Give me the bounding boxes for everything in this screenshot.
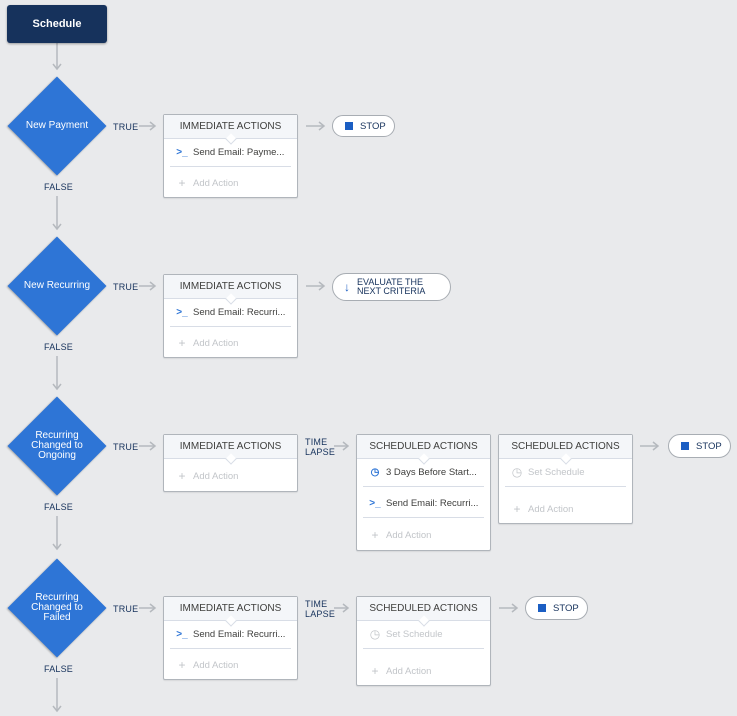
time-lapse-line-1: TIME — [305, 599, 328, 609]
evaluate-label-line-1: EVALUATE THE — [357, 277, 424, 287]
email-icon: >_ — [369, 497, 381, 509]
false-label: FALSE — [44, 502, 74, 512]
add-action-label: Add Action — [528, 503, 574, 515]
start-node-label: Schedule — [32, 18, 82, 30]
clock-icon: ◷ — [370, 466, 380, 478]
true-label: TRUE — [113, 604, 139, 614]
immediate-actions-card: IMMEDIATE ACTIONS >_ Send Email: Recurri… — [163, 274, 298, 358]
plus-icon: + — [371, 664, 379, 678]
email-icon: >_ — [176, 628, 188, 640]
false-label: FALSE — [44, 664, 74, 674]
add-action-button[interactable]: + Add Action — [363, 657, 484, 685]
action-label: Send Email: Recurri... — [193, 306, 286, 318]
card-header: SCHEDULED ACTIONS — [499, 435, 632, 459]
set-schedule-label: Set Schedule — [386, 628, 443, 640]
schedule-label: 3 Days Before Start... — [386, 466, 477, 478]
set-schedule-button[interactable]: ◷ Set Schedule — [363, 620, 484, 649]
add-action-label: Add Action — [386, 665, 432, 677]
card-header: IMMEDIATE ACTIONS — [164, 275, 297, 299]
card-header: SCHEDULED ACTIONS — [357, 435, 490, 459]
criteria-label: Recurring Changed to Ongoing — [9, 416, 105, 476]
add-action-button[interactable]: + Add Action — [170, 651, 291, 679]
time-lapse-label: TIME LAPSE — [305, 599, 335, 619]
action-item[interactable]: >_ Send Email: Recurri... — [363, 489, 484, 518]
criteria-label-line-3: Ongoing — [38, 450, 76, 461]
plus-icon: + — [178, 658, 186, 672]
stop-node[interactable]: STOP — [525, 596, 588, 620]
action-item[interactable]: >_ Send Email: Payme... — [170, 138, 291, 167]
set-schedule-button[interactable]: ◷ Set Schedule — [505, 458, 626, 487]
stop-label: STOP — [696, 440, 722, 452]
start-node-schedule[interactable]: Schedule — [7, 5, 107, 43]
evaluate-next-criteria-node[interactable]: ↓ EVALUATE THE NEXT CRITERIA — [332, 273, 451, 301]
card-header: IMMEDIATE ACTIONS — [164, 435, 297, 459]
add-action-button[interactable]: + Add Action — [363, 521, 484, 549]
criteria-label: New Recurring — [23, 280, 91, 291]
action-item[interactable]: >_ Send Email: Recurri... — [170, 298, 291, 327]
false-label: FALSE — [44, 342, 74, 352]
criteria-label-line-1: Recurring — [35, 430, 79, 441]
stop-icon — [538, 604, 546, 612]
email-icon: >_ — [176, 146, 188, 158]
action-label: Send Email: Payme... — [193, 146, 285, 158]
time-lapse-line-1: TIME — [305, 437, 328, 447]
add-action-label: Add Action — [193, 470, 239, 482]
card-header: IMMEDIATE ACTIONS — [164, 597, 297, 621]
action-label: Send Email: Recurri... — [386, 497, 479, 509]
add-action-button[interactable]: + Add Action — [505, 495, 626, 523]
criteria-label-line-2: Changed to — [31, 602, 83, 613]
criteria-label-line-3: Failed — [43, 612, 71, 623]
stop-node[interactable]: STOP — [332, 115, 395, 137]
clock-icon: ◷ — [369, 627, 381, 641]
card-header: SCHEDULED ACTIONS — [357, 597, 490, 621]
true-label: TRUE — [113, 282, 139, 292]
plus-icon: + — [178, 469, 186, 483]
add-action-label: Add Action — [193, 659, 239, 671]
schedule-item[interactable]: ◷ 3 Days Before Start... — [363, 458, 484, 487]
immediate-actions-card: IMMEDIATE ACTIONS >_ Send Email: Payme..… — [163, 114, 298, 198]
clock-icon: ◷ — [511, 465, 523, 479]
stop-icon — [345, 122, 353, 130]
time-lapse-label: TIME LAPSE — [305, 437, 335, 457]
plus-icon: + — [178, 336, 186, 350]
scheduled-actions-card: SCHEDULED ACTIONS ◷ Set Schedule + Add A… — [356, 596, 491, 686]
add-action-label: Add Action — [193, 177, 239, 189]
plus-icon: + — [513, 502, 521, 516]
stop-label: STOP — [553, 602, 579, 614]
card-header: IMMEDIATE ACTIONS — [164, 115, 297, 139]
add-action-button[interactable]: + Add Action — [170, 169, 291, 197]
arrow-down-icon: ↓ — [344, 279, 350, 294]
evaluate-label-line-2: NEXT CRITERIA — [357, 286, 426, 296]
criteria-label-line-1: Recurring — [35, 592, 79, 603]
true-label: TRUE — [113, 122, 139, 132]
false-label: FALSE — [44, 182, 74, 192]
set-schedule-label: Set Schedule — [528, 466, 585, 478]
action-label: Send Email: Recurri... — [193, 628, 286, 640]
add-action-button[interactable]: + Add Action — [170, 462, 291, 490]
immediate-actions-card: IMMEDIATE ACTIONS + Add Action — [163, 434, 298, 492]
criteria-label: New Payment — [25, 120, 89, 131]
stop-node[interactable]: STOP — [668, 434, 731, 458]
scheduled-actions-card: SCHEDULED ACTIONS ◷ 3 Days Before Start.… — [356, 434, 491, 551]
scheduled-actions-card: SCHEDULED ACTIONS ◷ Set Schedule + Add A… — [498, 434, 633, 524]
criteria-label-line-2: Changed to — [31, 440, 83, 451]
action-item[interactable]: >_ Send Email: Recurri... — [170, 620, 291, 649]
time-lapse-line-2: LAPSE — [305, 609, 336, 619]
plus-icon: + — [371, 528, 379, 542]
true-label: TRUE — [113, 442, 139, 452]
stop-label: STOP — [360, 120, 386, 132]
criteria-label: Recurring Changed to Failed — [9, 578, 105, 638]
email-icon: >_ — [176, 306, 188, 318]
plus-icon: + — [178, 176, 186, 190]
add-action-label: Add Action — [386, 529, 432, 541]
immediate-actions-card: IMMEDIATE ACTIONS >_ Send Email: Recurri… — [163, 596, 298, 680]
stop-icon — [681, 442, 689, 450]
time-lapse-line-2: LAPSE — [305, 447, 336, 457]
add-action-button[interactable]: + Add Action — [170, 329, 291, 357]
add-action-label: Add Action — [193, 337, 239, 349]
